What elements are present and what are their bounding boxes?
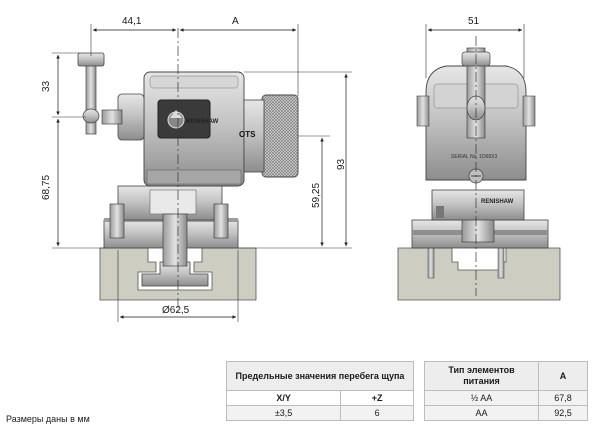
dim-93: 93 [336,158,347,170]
battery-a-value: 92,5 [538,405,588,421]
battery-title: Тип элементов питания [424,361,539,391]
overtravel-table: Предельные значения перебега щупа X/Y +Z… [225,361,414,421]
overtravel-title: Предельные значения перебега щупа [226,361,414,391]
battery-type: AA [424,405,539,421]
units-note: Размеры даны в мм [6,414,90,424]
side-view: RENISHAW OTS 44,1 A 33 68,75 [41,16,352,322]
side-brand-label: RENISHAW [186,119,219,125]
battery-type: ½ AA [424,390,539,406]
dim-diameter: Ø62,5 [162,305,190,316]
dim-59-25: 59,25 [311,183,322,208]
knurled-knob [261,94,299,178]
t-nut [141,261,209,287]
battery-table: Тип элементов питания A ½ AA 67,8 AA 92,… [424,361,588,421]
battery-a-value: 67,8 [538,390,588,406]
overtravel-value-z: 6 [340,405,414,421]
overtravel-header-z: +Z [340,390,414,406]
dim-33: 33 [41,80,52,92]
ots-label: OTS [239,130,256,139]
battery-title-line1: Тип элементов [448,365,515,375]
serial-label: SERIAL No. 1D68X3 [451,154,497,160]
machine-table-section [99,247,257,301]
table-row: ½ AA 67,8 [424,390,588,406]
dim-44-1: 44,1 [122,16,142,27]
battery-title-line2: питания [463,376,500,386]
table-row: AA 92,5 [424,405,588,421]
battery-header-a: A [538,361,588,391]
dim-51: 51 [468,16,480,27]
front-brand-label: RENISHAW [481,199,514,205]
dim-68-75: 68,75 [41,175,52,200]
front-machine-table [397,247,561,301]
front-mounting-block [431,189,525,221]
overtravel-value-xy: ±3,5 [225,405,342,421]
front-view: RENISHAW SERIAL No. 1D68X3 51 [397,16,561,301]
stylus-arm [85,63,97,135]
dim-a: A [232,16,239,27]
overtravel-header-xy: X/Y [225,390,342,406]
